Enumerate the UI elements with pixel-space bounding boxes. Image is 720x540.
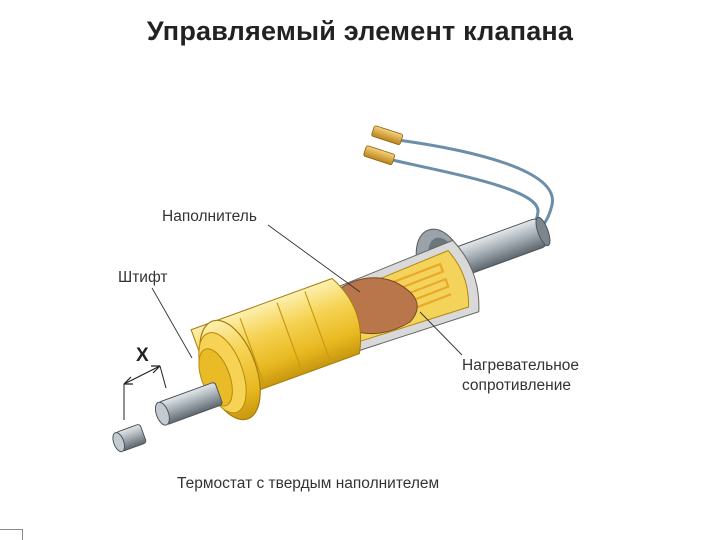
- pin-shaft: [154, 382, 223, 426]
- leader-pin: [151, 287, 193, 359]
- stroke-extension-right: [159, 365, 167, 389]
- label-stroke-x: X: [136, 345, 149, 366]
- label-heater-line2: сопротивление: [462, 377, 571, 394]
- wire-connector-upper: [371, 125, 404, 145]
- stroke-dimension: [123, 365, 161, 385]
- label-filler: Наполнитель: [162, 208, 257, 225]
- label-heater-line1: Нагревательное: [462, 357, 579, 374]
- diagram-caption: Термостат с твердым наполнителем: [177, 475, 440, 492]
- wire-connector-lower: [363, 145, 396, 165]
- leader-filler: [267, 224, 361, 293]
- leader-heater: [419, 311, 463, 356]
- pin-cap: [112, 424, 147, 453]
- diagram-title: Управляемый элемент клапана: [146, 16, 574, 46]
- label-pin: Штифт: [118, 269, 168, 286]
- slide-corner-mark: [0, 529, 23, 540]
